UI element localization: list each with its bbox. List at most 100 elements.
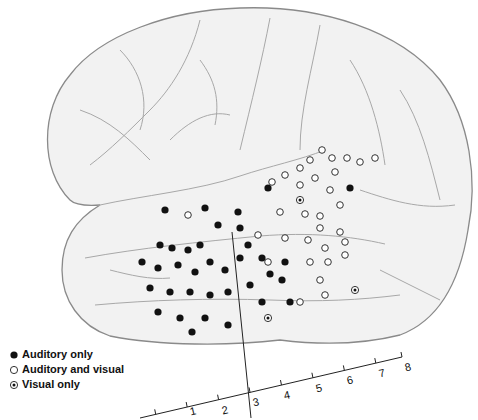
visual-dot-ring: [351, 286, 358, 293]
auditory-visual-dot: [317, 225, 324, 232]
auditory-visual-dot: [297, 165, 304, 172]
legend-text: Auditory and visual: [22, 364, 124, 375]
auditory-dot: [154, 264, 161, 271]
auditory-visual-dot: [277, 209, 284, 216]
scale-number: 3: [252, 397, 260, 409]
swatch-ring: [10, 381, 17, 388]
auditory-visual-dot: [255, 232, 262, 239]
auditory-visual-dot: [297, 182, 304, 189]
ruler-tick: [186, 402, 187, 407]
auditory-dot: [176, 314, 183, 321]
auditory-dot: [258, 298, 265, 305]
scale-number: 6: [346, 375, 354, 387]
swatch-ring: [10, 366, 17, 373]
ruler-tick: [401, 352, 402, 357]
auditory-dot: [286, 298, 293, 305]
auditory-dot: [236, 254, 243, 261]
legend-swatch: [10, 366, 17, 373]
legend-swatch: [10, 351, 17, 358]
sulci: [80, 18, 455, 305]
auditory-dot: [191, 268, 198, 275]
visual-dot-center: [299, 199, 302, 202]
auditory-visual-dot: [344, 155, 351, 162]
auditory-visual-dot: [332, 169, 339, 176]
auditory-dot: [246, 281, 253, 288]
auditory-dot: [196, 241, 203, 248]
auditory-visual-dot: [372, 155, 379, 162]
auditory-dot: [146, 284, 153, 291]
auditory-dot: [166, 288, 173, 295]
visual-dot: [351, 286, 358, 293]
visual-dot: [264, 314, 271, 321]
auditory-dot: [206, 291, 213, 298]
auditory-dot: [206, 258, 213, 265]
auditory-dot: [266, 270, 273, 277]
auditory-visual-dot: [297, 299, 304, 306]
auditory-dot: [244, 241, 251, 248]
auditory-dot: [224, 288, 231, 295]
auditory-dot: [346, 184, 353, 191]
auditory-visual-dot: [325, 259, 332, 266]
auditory-visual-dot: [322, 292, 329, 299]
auditory-visual-dot: [307, 157, 314, 164]
auditory-visual-dot: [265, 259, 272, 266]
auditory-dot: [156, 241, 163, 248]
auditory-dot: [281, 258, 288, 265]
scale-number: 8: [404, 361, 412, 373]
auditory-dot: [184, 246, 191, 253]
auditory-visual-dot: [342, 252, 349, 259]
auditory-dot: [138, 258, 145, 265]
auditory-dot: [221, 266, 228, 273]
scale-number: 1: [189, 405, 197, 417]
scale-number: 5: [315, 382, 323, 394]
auditory-visual-dot: [329, 155, 336, 162]
auditory-visual-dot: [357, 159, 364, 166]
visual-dot: [296, 196, 303, 203]
auditory-visual-dot: [302, 211, 309, 218]
auditory-dot: [201, 314, 208, 321]
auditory-visual-dot: [312, 175, 319, 182]
auditory-visual-dot: [185, 212, 192, 219]
auditory-visual-dot: [319, 147, 326, 154]
ruler-tick: [343, 365, 344, 370]
auditory-dot: [234, 208, 241, 215]
brain-outline: [48, 8, 473, 344]
ruler-tick: [312, 373, 313, 378]
auditory-dot: [214, 221, 221, 228]
visual-dot-ring: [264, 314, 271, 321]
ruler-tick: [280, 380, 281, 385]
auditory-visual-dot: [282, 172, 289, 179]
ruler: [140, 232, 402, 418]
auditory-visual-dot: [337, 229, 344, 236]
auditory-dot: [174, 261, 181, 268]
auditory-dot: [161, 206, 168, 213]
legend-text: Visual only: [22, 379, 80, 390]
swatch-dot: [10, 351, 17, 358]
scale-number: 2: [220, 404, 228, 416]
visual-dot-center: [354, 289, 357, 292]
auditory-dot: [154, 308, 161, 315]
auditory-visual-dot: [317, 213, 324, 220]
ruler-axis: [140, 357, 402, 418]
ruler-tick: [155, 409, 156, 414]
auditory-visual-dot: [322, 245, 329, 252]
auditory-dot: [278, 276, 285, 283]
auditory-dot: [236, 224, 243, 231]
legend-text: Auditory only: [22, 349, 93, 360]
auditory-dot: [201, 204, 208, 211]
visual-dot-center: [267, 317, 270, 320]
ruler-vertical: [232, 232, 251, 418]
auditory-visual-dot: [337, 202, 344, 209]
scale-number: 7: [378, 368, 386, 380]
auditory-dot: [168, 244, 175, 251]
ruler-tick: [218, 395, 219, 400]
auditory-dot: [188, 328, 195, 335]
scale-number: 4: [283, 389, 291, 401]
auditory-visual-dot: [282, 235, 289, 242]
auditory-visual-dot: [327, 187, 334, 194]
visual-dot-ring: [296, 196, 303, 203]
auditory-visual-dot: [269, 179, 276, 186]
ruler-tick: [249, 387, 250, 392]
auditory-visual-dot: [307, 259, 314, 266]
legend-swatch: [10, 381, 17, 388]
